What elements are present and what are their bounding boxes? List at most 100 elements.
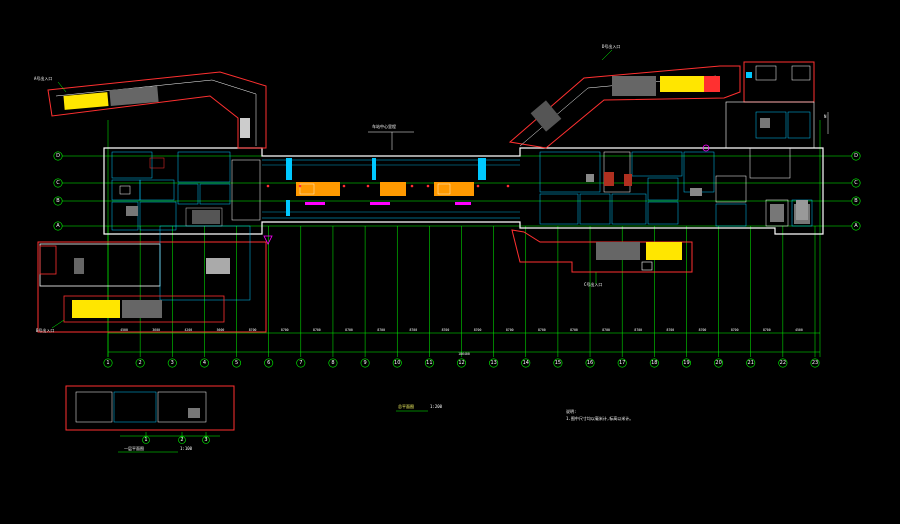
total-length-dimension: 186400 [458, 352, 470, 356]
svg-text:B: B [854, 198, 858, 204]
svg-text:1: 1 [106, 360, 109, 366]
svg-text:1: 1 [144, 437, 147, 443]
grid-bubble-col-12: 12 [456, 358, 466, 368]
svg-text:18: 18 [651, 360, 657, 366]
svg-text:N: N [824, 114, 827, 119]
svg-text:D: D [854, 153, 858, 159]
dimension-value: 3600 [152, 328, 160, 332]
grid-bubble-row-A-left: A [53, 221, 63, 231]
grid-bubble-row-B-left: B [53, 196, 63, 206]
grid-bubble-col-2: 2 [135, 358, 145, 368]
top-center-label: 车站中心里程 [368, 123, 414, 150]
svg-text:8: 8 [331, 360, 334, 366]
entrance-passage-bottom-right [511, 229, 693, 273]
north-mark: N [824, 112, 829, 134]
svg-text:10: 10 [394, 360, 400, 366]
svg-text:A: A [854, 223, 858, 229]
grid-bubble-col-6: 6 [264, 358, 274, 368]
svg-text:21: 21 [748, 360, 754, 366]
svg-text:186400: 186400 [458, 352, 470, 356]
svg-text:3: 3 [171, 360, 174, 366]
entrance-label-c: C号出入口 [584, 272, 602, 287]
svg-text:17: 17 [619, 360, 625, 366]
annotation-markers [263, 144, 710, 245]
grid-bubble-col-8: 8 [328, 358, 338, 368]
note-line: 1.图中尺寸均以毫米计,标高以米计。 [566, 415, 633, 421]
svg-text:16: 16 [587, 360, 593, 366]
dimension-value: 8700 [313, 328, 321, 332]
svg-text:A号出入口: A号出入口 [34, 75, 52, 81]
grid-bubble-col-9: 9 [360, 358, 370, 368]
svg-text:22: 22 [780, 360, 786, 366]
grid-bubble-col-10: 10 [392, 358, 402, 368]
dimension-value: 8700 [570, 328, 578, 332]
grid-bubble-row-B-right: B [851, 196, 861, 206]
dimension-value: 8700 [602, 328, 610, 332]
grid-bubble-col-11: 11 [424, 358, 434, 368]
grid-bubble-row-A-right: A [851, 221, 861, 231]
svg-text:6: 6 [267, 360, 270, 366]
grid-bubble-row-D-right: D [851, 151, 861, 161]
section-scale: 1:100 [180, 446, 193, 451]
svg-text:A: A [56, 223, 60, 229]
dimension-value: 4200 [184, 328, 192, 332]
grid-bubble-row-C-right: C [851, 178, 861, 188]
svg-text:19: 19 [683, 360, 689, 366]
dimension-value: 8700 [699, 328, 707, 332]
grid-column-ticks [107, 226, 816, 357]
grid-bubble-col-4: 4 [199, 358, 209, 368]
dimension-value: 8700 [634, 328, 642, 332]
stair-bottom-right [596, 242, 682, 271]
right-room-fills [586, 172, 810, 224]
dimension-value: 8700 [345, 328, 353, 332]
entrance-passage-bottom-left [37, 225, 267, 333]
svg-text:C: C [854, 180, 858, 186]
dimension-value: 8700 [409, 328, 417, 332]
svg-text:14: 14 [523, 360, 529, 366]
svg-text:2: 2 [139, 360, 142, 366]
grid-bubble-col-20: 20 [714, 358, 724, 368]
grid-bubble-row-C-left: C [53, 178, 63, 188]
grid-bubble-col-15: 15 [553, 358, 563, 368]
dimension-value: 8700 [667, 328, 675, 332]
dimension-value: 8700 [377, 328, 385, 332]
grid-row-bubbles-right: D C B A [851, 151, 861, 231]
svg-text:13: 13 [490, 360, 496, 366]
section-bubble-3: 3 [202, 436, 210, 444]
svg-text:12: 12 [458, 360, 464, 366]
section-title: 一层平面图 [124, 445, 144, 451]
svg-text:11: 11 [426, 360, 432, 366]
svg-text:D: D [56, 153, 60, 159]
grid-bubble-row-D-left: D [53, 151, 63, 161]
section-bubble-2: 2 [178, 436, 186, 444]
ventilation-block-right [725, 61, 815, 149]
grid-row-bubbles-left: D CB A [53, 151, 63, 231]
section-bubble-1: 1 [142, 436, 150, 444]
grid-bubble-col-17: 17 [617, 358, 627, 368]
ventilation-fills [746, 72, 808, 220]
grid-bubble-col-14: 14 [521, 358, 531, 368]
svg-text:5: 5 [235, 360, 238, 366]
svg-text:车站中心里程: 车站中心里程 [372, 123, 396, 129]
grid-bubble-col-22: 22 [778, 358, 788, 368]
left-stair-blocks [126, 206, 220, 224]
stair-bottom-left [72, 258, 230, 318]
section-grid-bubbles: 1 2 3 [142, 436, 210, 444]
section-equipment [188, 408, 200, 418]
dimension-value: 8700 [442, 328, 450, 332]
dimension-value: 8700 [281, 328, 289, 332]
dimension-value: 8700 [249, 328, 257, 332]
grid-bubble-col-13: 13 [489, 358, 499, 368]
plan-scale: 1:200 [430, 404, 443, 409]
grid-bubble-col-21: 21 [746, 358, 756, 368]
dimension-value: 8700 [538, 328, 546, 332]
svg-text:7: 7 [299, 360, 302, 366]
grid-bubble-col-3: 3 [167, 358, 177, 368]
grid-bubble-col-5: 5 [232, 358, 242, 368]
station-outline [103, 147, 824, 235]
entrance-passage-top-left [47, 71, 267, 149]
svg-text:15: 15 [555, 360, 561, 366]
